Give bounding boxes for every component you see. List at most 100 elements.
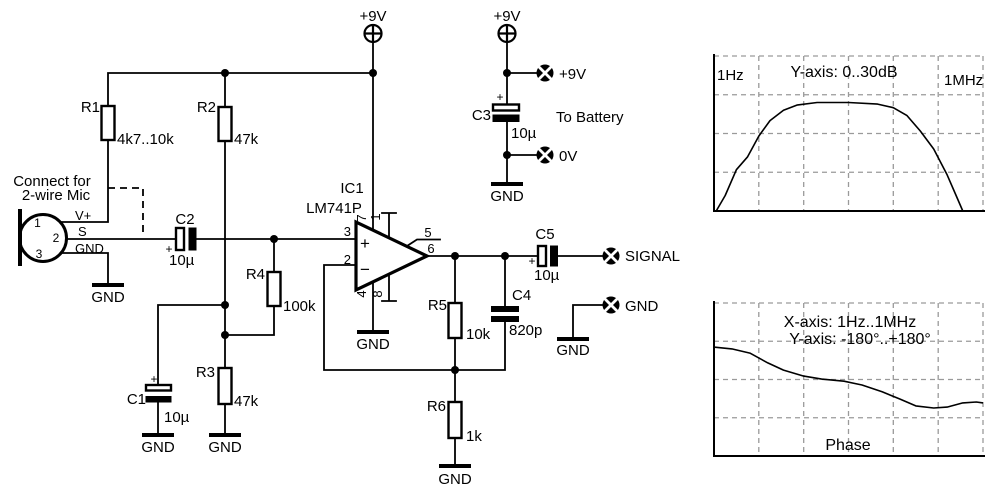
gnd-symbol-r6: GND [438, 464, 472, 488]
gnd-label: GND [490, 188, 524, 205]
plus9v-supply-symbol-left: +9V [359, 8, 387, 44]
magnitude-xmin-label: 1Hz [717, 67, 744, 84]
magnitude-plot: 1Hz Y-axis: 0..30dB 1MHz [713, 54, 985, 212]
two-wire-mic-dashed-link [108, 187, 144, 236]
opamp-noninverting-plus: + [360, 234, 370, 253]
opamp-ic1: IC1 LM741P + − 3 2 7 1 4 8 5 6 [306, 180, 441, 302]
r6-ref-label: R6 [427, 398, 446, 415]
resistor-r3: R3 47k [196, 364, 259, 410]
c4-value-label: 820p [509, 322, 542, 339]
mic-note-line1: Connect for [13, 173, 91, 190]
r2-ref-label: R2 [197, 99, 216, 116]
gnd-label: GND [141, 439, 175, 456]
mic-note-line2: 2-wire Mic [22, 187, 91, 204]
phase-title: Phase [825, 437, 870, 454]
c3-plus-sign: + [496, 90, 503, 104]
gnd-symbol-mic: GND [91, 283, 125, 306]
r6-value-label: 1k [466, 428, 482, 445]
c5-plus-sign: + [528, 254, 535, 268]
opamp-inverting-minus: − [360, 260, 370, 279]
gnd-symbol-r3: GND [208, 433, 242, 456]
connector-gnd: GND [602, 296, 659, 315]
magnitude-title: Y-axis: 0..30dB [790, 64, 897, 81]
microphone-symbol: 1 2 3 V+ S GND [18, 208, 104, 266]
phase-plot: X-axis: 1Hz..1MHz Y-axis: -180°..+180° P… [713, 301, 985, 457]
phase-yaxis-note: Y-axis: -180°..+180° [789, 331, 931, 348]
opamp-pin1-number: 1 [368, 213, 383, 220]
opamp-pin7-number: 7 [354, 214, 369, 221]
mic-vplus-label: V+ [75, 208, 91, 223]
mic-pin1-number: 1 [34, 216, 41, 230]
capacitor-c3: C3 + 10µ [472, 90, 537, 142]
junction-dots [221, 69, 511, 374]
gnd-symbol-opamp: GND [356, 330, 390, 353]
connector-plus9v: +9V [536, 64, 586, 83]
connector-0v: 0V [536, 146, 577, 165]
c2-value-label: 10µ [169, 252, 195, 269]
r5-ref-label: R5 [428, 297, 447, 314]
gnd-symbol-c3: GND [490, 182, 524, 205]
connector-signal-label: SIGNAL [625, 248, 680, 265]
opamp-pin5-number: 5 [424, 225, 431, 240]
to-battery-note: To Battery [556, 109, 624, 126]
plus9v-label-left: +9V [359, 8, 386, 25]
mic-gnd-pin-label: GND [75, 241, 104, 256]
phase-curve [714, 346, 984, 409]
capacitor-c4: C4 820p [491, 287, 542, 339]
resistor-r5: R5 10k [428, 297, 491, 343]
r1-ref-label: R1 [81, 99, 100, 116]
opamp-pin6-number: 6 [427, 241, 434, 256]
plus9v-label-right: +9V [493, 8, 520, 25]
resistor-r4: R4 100k [246, 266, 316, 315]
connector-signal: SIGNAL [602, 247, 680, 265]
connector-0v-label: 0V [559, 148, 577, 165]
r3-ref-label: R3 [196, 364, 215, 381]
plus9v-supply-symbol-right: +9V [493, 8, 521, 44]
gnd-label: GND [91, 289, 125, 306]
magnitude-grid [714, 55, 984, 211]
mic-pin2-number: 2 [53, 231, 60, 245]
connector-plus9v-label: +9V [559, 66, 586, 83]
r2-value-label: 47k [234, 131, 259, 148]
magnitude-xmax-label: 1MHz [944, 72, 983, 89]
opamp-pin3-number: 3 [344, 224, 351, 239]
r1-value-label: 4k7..10k [117, 131, 174, 148]
mic-signal-label: S [78, 224, 87, 239]
c5-ref-label: C5 [535, 226, 554, 243]
r4-ref-label: R4 [246, 266, 265, 283]
gnd-label: GND [556, 342, 590, 359]
r4-value-label: 100k [283, 298, 316, 315]
gnd-label: GND [356, 336, 390, 353]
c3-value-label: 10µ [511, 125, 537, 142]
c5-value-label: 10µ [534, 267, 560, 284]
c3-ref-label: C3 [472, 107, 491, 124]
phase-grid [714, 302, 984, 456]
c2-plus-sign: + [165, 242, 172, 256]
resistor-r1: R1 4k7..10k [81, 99, 174, 148]
c1-value-label: 10µ [164, 409, 190, 426]
magnitude-curve [715, 101, 964, 212]
r5-value-label: 10k [466, 326, 491, 343]
opamp-pin4-number: 4 [354, 290, 369, 297]
c4-ref-label: C4 [512, 287, 531, 304]
phase-xaxis-note: X-axis: 1Hz..1MHz [784, 314, 916, 331]
gnd-symbol-signal: GND [556, 337, 590, 359]
opamp-pin8-number: 8 [370, 290, 385, 297]
opamp-pin2-number: 2 [344, 252, 351, 267]
ic1-ref-label: IC1 [340, 180, 363, 197]
gnd-label: GND [438, 471, 472, 488]
connector-gnd-label: GND [625, 298, 659, 315]
resistor-r2: R2 47k [197, 99, 259, 148]
gnd-label: GND [208, 439, 242, 456]
capacitor-c5: C5 + 10µ [528, 226, 559, 284]
gnd-symbol-c1: GND [141, 433, 175, 456]
ic1-part-label: LM741P [306, 200, 362, 217]
capacitor-c2: C2 + 10µ [165, 211, 197, 269]
c1-ref-label: C1 [127, 391, 146, 408]
r3-value-label: 47k [234, 393, 259, 410]
capacitor-c1: C1 + 10µ [127, 372, 190, 426]
mic-pin3-number: 3 [36, 247, 43, 261]
c1-plus-sign: + [150, 372, 157, 386]
